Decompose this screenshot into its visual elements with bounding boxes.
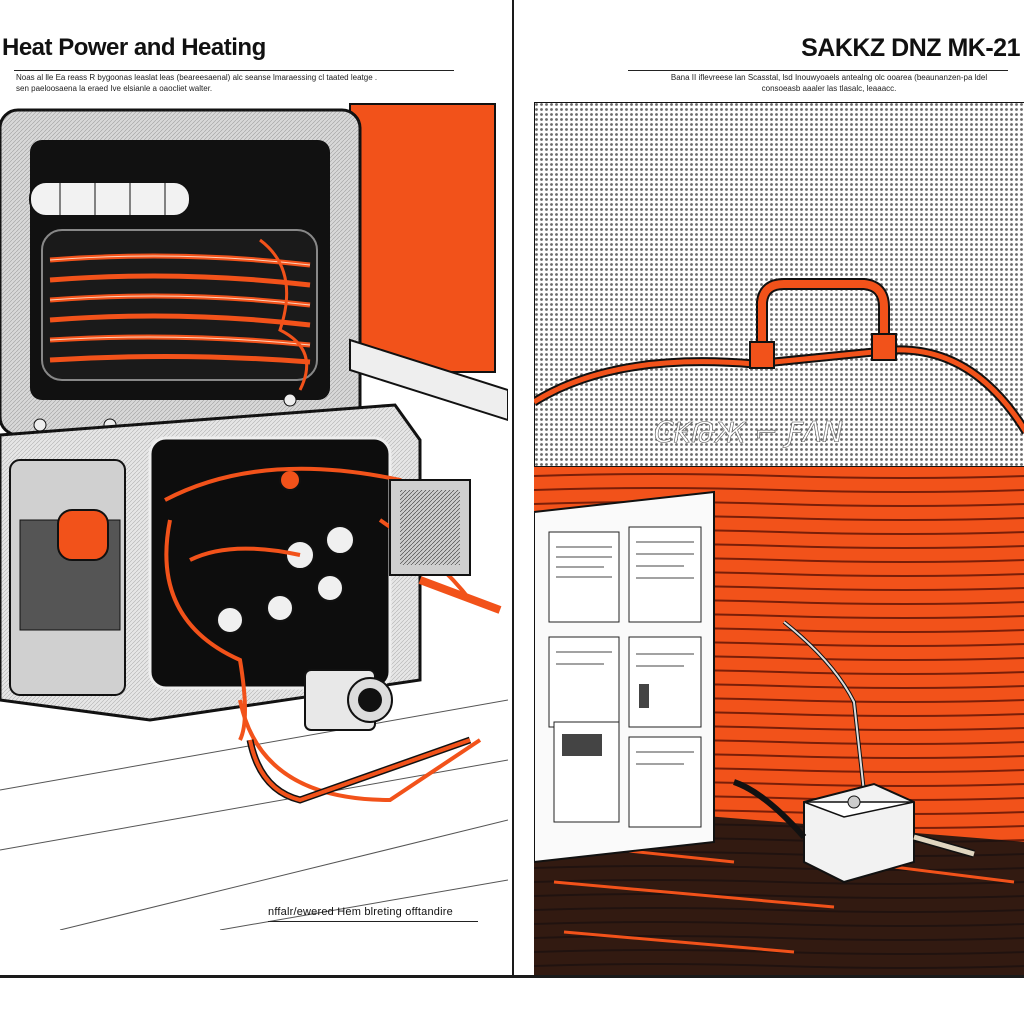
right-caption-line-1: Bana II iflevreese lan Scasstal, lsd Ino…	[670, 73, 988, 82]
left-illustration-panel: Heat Power and Heating Noas al lle Ea re…	[0, 0, 508, 975]
wall-chalk-scribble: Ͼ₭ԹЖ ⌐ ƑΛΝ	[654, 416, 843, 449]
junction-box	[732, 620, 976, 884]
wall-pipe	[534, 278, 1024, 435]
right-caption-line-2: consoeasb aaaler las tlasalc, leaaacc.	[761, 84, 897, 93]
left-panel-title: Heat Power and Heating	[2, 34, 266, 61]
left-title-rule	[14, 70, 454, 71]
right-panel-title: SAKKZ DNZ MK-21	[801, 34, 1020, 62]
heater-cutaway-illustration	[0, 103, 508, 930]
left-panel-caption: Noas al lle Ea reass R bygoonas leaslat …	[16, 72, 456, 94]
control-panel-board	[534, 490, 715, 864]
page-bottom-rule	[0, 975, 1024, 978]
upper-heater-cabinet	[0, 108, 362, 437]
lower-control-unit	[0, 403, 502, 803]
left-footer-caption: nffalr/ewered Hem blreting offtandire	[268, 906, 453, 918]
right-title-rule	[628, 70, 1008, 71]
orange-coil-canister	[57, 509, 109, 561]
orange-back-wall	[349, 103, 496, 373]
floor-cable-handle	[248, 738, 471, 803]
left-footer-rule	[268, 921, 478, 922]
insulated-top-pipe	[29, 181, 191, 217]
right-panel-caption: Bana II iflevreese lan Scasstal, lsd Ino…	[644, 72, 1014, 94]
pipe-and-control-panel-illustration: Ͼ₭ԹЖ ⌐ ƑΛΝ	[534, 102, 1024, 975]
left-caption-line-1: Noas al lle Ea reass R bygoonas leaslat …	[16, 73, 378, 82]
left-caption-line-2: sen paeloosaena la eraed Ive elsianle a …	[16, 84, 213, 93]
camera-sensor	[304, 669, 393, 731]
right-illustration-panel: SAKKZ DNZ MK-21 Bana II iflevreese lan S…	[512, 0, 1024, 975]
